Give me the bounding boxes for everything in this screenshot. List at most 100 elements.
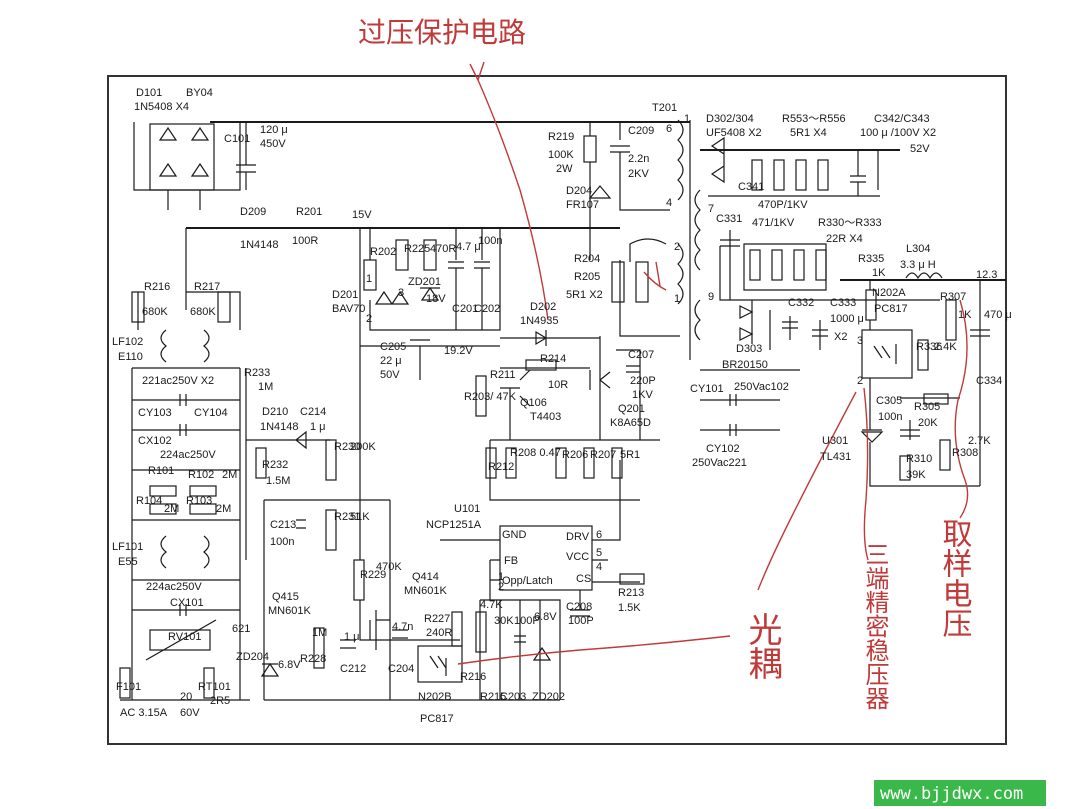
component-label: C202 — [474, 303, 500, 315]
component-label: T201 — [652, 102, 677, 114]
component-label: 2W — [556, 163, 573, 175]
component-label: Q415 — [272, 591, 299, 603]
component-label: 5R1 X4 — [790, 127, 827, 139]
component-label: 5R1 X2 — [566, 289, 603, 301]
component-label: R203/ 47K — [464, 391, 517, 403]
component-label: 6 — [666, 123, 672, 135]
component-label: NCP1251A — [426, 519, 482, 531]
component-label: 39K — [906, 469, 926, 481]
component-label: 224ac250V — [160, 449, 216, 461]
annotation-overvoltage: 过压保护电路 — [358, 16, 526, 49]
wiring — [119, 119, 1006, 701]
component-label: 471/1KV — [752, 217, 795, 229]
component-label: 100n — [270, 536, 294, 548]
component-label: 6.8V — [534, 611, 557, 623]
component-label: E110 — [118, 351, 143, 363]
component-label: 18V — [426, 293, 446, 305]
component-label: CY101 — [690, 383, 724, 395]
component-label: C305 — [876, 395, 902, 407]
component-label: D210 — [262, 406, 288, 418]
component-label: GND — [502, 529, 527, 541]
component-label: E55 — [118, 556, 138, 568]
component-label: 470P/1KV — [758, 199, 808, 211]
component-label: R103 — [186, 495, 212, 507]
schematic-border — [107, 75, 1007, 745]
component-label: 22R X4 — [826, 233, 863, 245]
component-label: PC817 — [874, 303, 908, 315]
component-label: R104 — [136, 495, 162, 507]
component-label: D202 — [530, 301, 556, 313]
component-label: 2.2n — [628, 153, 649, 165]
bridge-rectifier — [149, 123, 215, 210]
component-label: N202A — [872, 287, 906, 299]
component-label: 1000 μ — [830, 313, 864, 325]
component-label: 2KV — [628, 168, 649, 180]
component-label: 120 μ — [260, 124, 288, 136]
component-label: 4.7K — [480, 599, 503, 611]
component-label: R308 — [952, 447, 978, 459]
component-label: R212 — [488, 461, 514, 473]
component-label: 2 — [498, 581, 504, 593]
component-label: 1KV — [632, 389, 653, 401]
component-label: AC 3.15A — [120, 707, 168, 719]
component-label: C341 — [738, 181, 764, 193]
component-label: 470R — [430, 243, 456, 255]
component-label: R216 — [144, 281, 170, 293]
component-label: Q201 — [618, 403, 645, 415]
component-label: 4.7n — [392, 621, 413, 633]
component-label: 1K — [872, 267, 886, 279]
component-label: R232 — [262, 459, 288, 471]
component-label: LF101 — [112, 541, 143, 553]
component-label: 2.7K — [968, 435, 991, 447]
component-label: R101 — [148, 465, 174, 477]
component-label: X2 — [834, 331, 847, 343]
component-label: 4 — [666, 197, 672, 209]
component-label: R233 — [244, 367, 270, 379]
component-label: RT101 — [198, 681, 231, 693]
component-label: Q414 — [412, 571, 439, 583]
component-label: 12.3 — [976, 269, 997, 281]
component-label: 51K — [350, 511, 370, 523]
component-label: 250Vac221 — [692, 457, 747, 469]
component-label: 10R — [548, 379, 568, 391]
component-label: 2M — [216, 503, 231, 515]
component-label: 100P — [514, 615, 540, 627]
watermark-badge: www.bjjdwx.com — [874, 780, 1046, 806]
component-label: 1 — [674, 293, 680, 305]
component-label: 100 μ /100V X2 — [860, 127, 936, 139]
component-label: D201 — [332, 289, 358, 301]
component-label: R202 — [370, 246, 396, 258]
annotation-regulator: 三端精密稳压器 — [861, 542, 889, 710]
component-label: 4.7 μ — [456, 241, 481, 253]
component-label: R227 — [424, 613, 450, 625]
component-label: R206 — [562, 449, 588, 461]
annotation-sampling: 取样电压 — [937, 518, 973, 638]
component-label: 200K — [350, 441, 376, 453]
component-label: FB — [504, 555, 518, 567]
component-label: 1N4935 — [520, 315, 559, 327]
component-label: 2M — [222, 469, 237, 481]
component-label: 7 — [708, 203, 714, 215]
component-label: BY04 — [186, 87, 213, 99]
component-label: 100n — [478, 235, 502, 247]
component-label: 1M — [312, 627, 327, 639]
component-label: 6 — [596, 529, 602, 541]
component-label: Opp/Latch — [502, 575, 553, 587]
component-label: CY102 — [706, 443, 740, 455]
component-label: 1M — [258, 381, 273, 393]
component-label: 224ac250V — [146, 581, 202, 593]
component-label: 1N4148 — [260, 421, 299, 433]
component-label: R553～R556 — [782, 113, 846, 125]
component-label: 680K — [190, 306, 216, 318]
component-label: R336 — [916, 341, 942, 353]
component-label: 100n — [878, 411, 902, 423]
component-label: 15V — [352, 209, 372, 221]
component-label: R208 0.47 — [510, 447, 561, 459]
component-label: 60V — [180, 707, 200, 719]
component-label: R215 — [480, 691, 506, 703]
component-label: R307 — [940, 291, 966, 303]
component-label: MN601K — [404, 585, 447, 597]
component-label: R228 — [300, 653, 326, 665]
